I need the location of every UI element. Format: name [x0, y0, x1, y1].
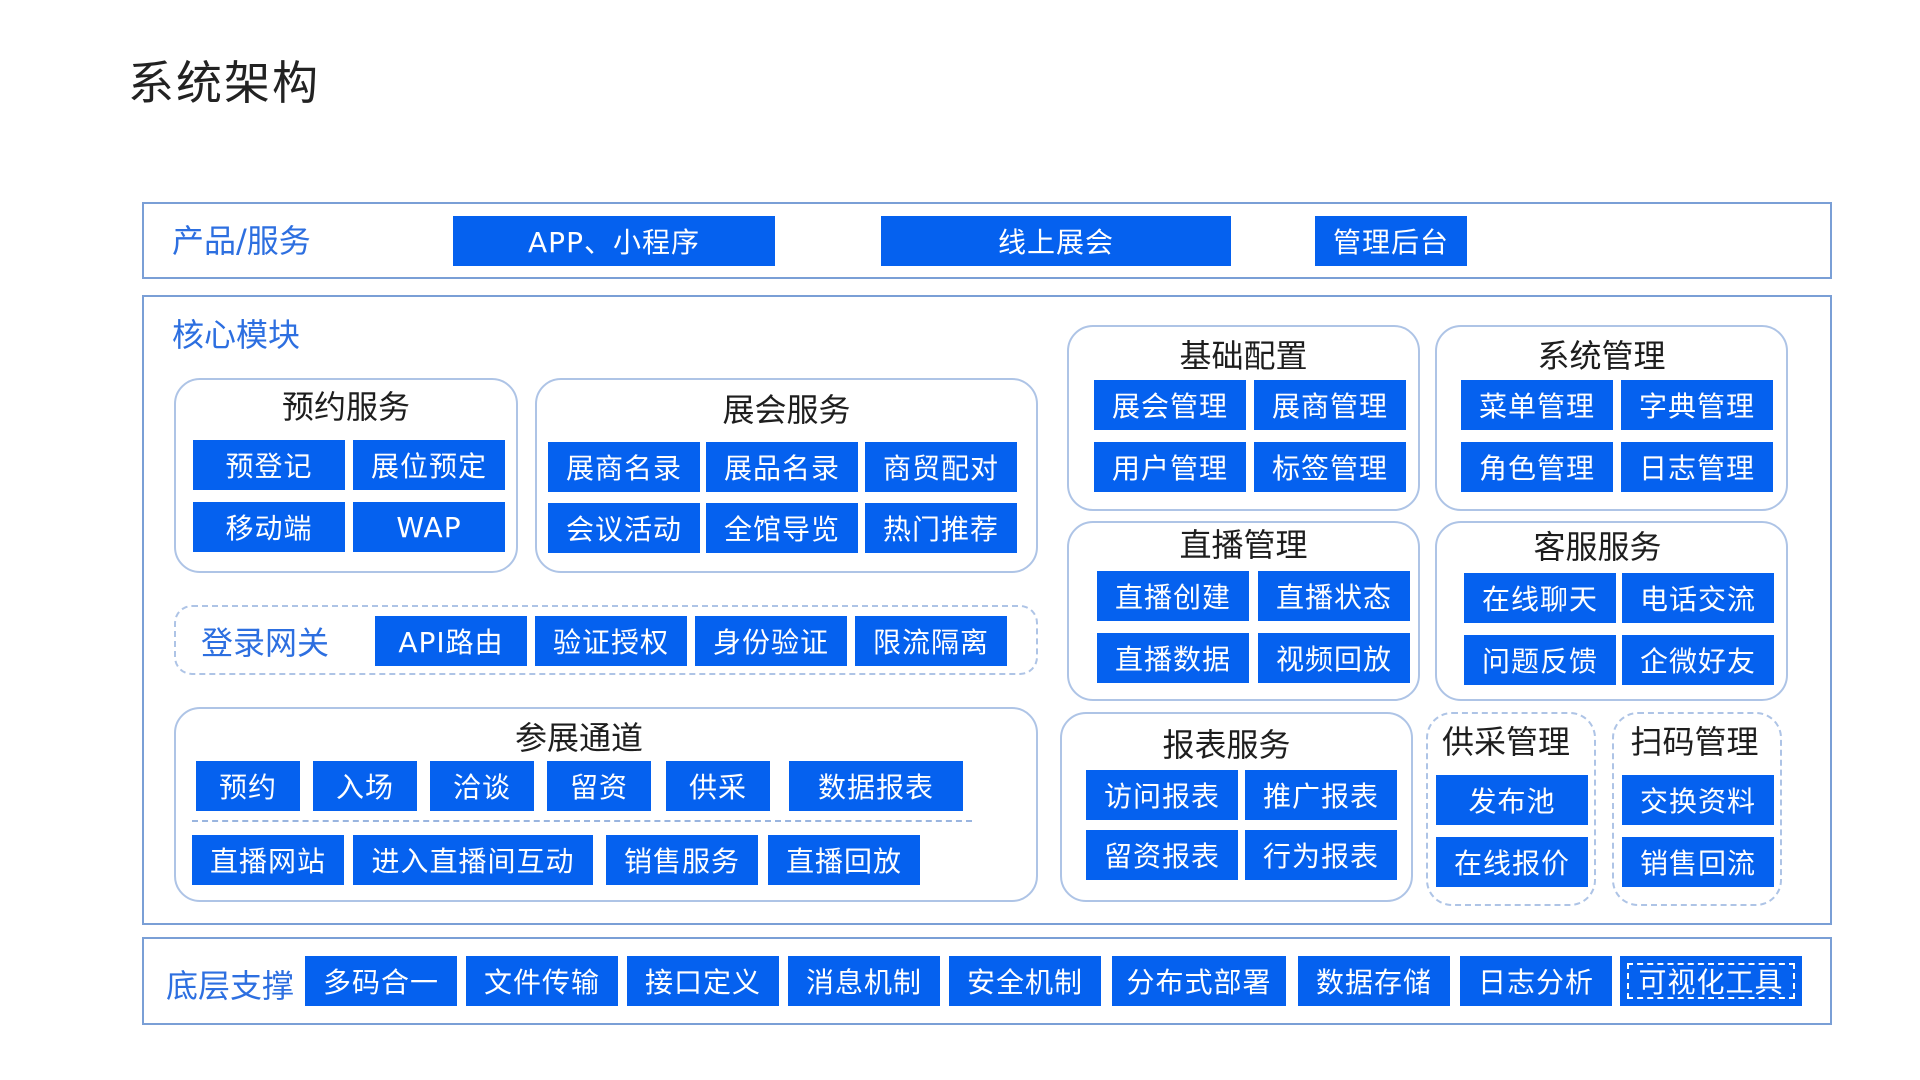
infra-messaging[interactable]: 消息机制	[788, 956, 940, 1006]
procurement-management-title: 供采管理	[1441, 723, 1570, 761]
product-online-expo[interactable]: 线上展会	[881, 216, 1231, 266]
channel-booking[interactable]: 预约	[196, 761, 300, 811]
booking-preregistration[interactable]: 预登记	[193, 440, 345, 490]
channel-data-report[interactable]: 数据报表	[789, 761, 963, 811]
infra-file-transfer[interactable]: 文件传输	[466, 956, 618, 1006]
expo-venue-guide[interactable]: 全馆导览	[706, 503, 858, 553]
gateway-api-routing[interactable]: API路由	[375, 616, 527, 666]
booking-booth-reservation[interactable]: 展位预定	[353, 440, 505, 490]
channel-lead-capture[interactable]: 留资	[547, 761, 651, 811]
infra-visualization-tools[interactable]: 可视化工具	[1620, 956, 1802, 1006]
system-log-management[interactable]: 日志管理	[1621, 442, 1773, 492]
infra-multi-code[interactable]: 多码合一	[305, 956, 457, 1006]
infra-log-analysis[interactable]: 日志分析	[1460, 956, 1612, 1006]
infra-distributed-deploy[interactable]: 分布式部署	[1112, 956, 1286, 1006]
live-status[interactable]: 直播状态	[1258, 571, 1410, 621]
live-video-replay[interactable]: 视频回放	[1258, 633, 1410, 683]
service-phone-call[interactable]: 电话交流	[1622, 573, 1774, 623]
system-dictionary-management[interactable]: 字典管理	[1621, 380, 1773, 430]
booking-wap[interactable]: WAP	[353, 502, 505, 552]
system-management-title: 系统管理	[1537, 337, 1666, 375]
exhibitor-channel-title: 参展通道	[514, 719, 643, 757]
expo-exhibitor-directory[interactable]: 展商名录	[548, 442, 700, 492]
expo-meeting-events[interactable]: 会议活动	[548, 503, 700, 553]
page-title: 系统架构	[128, 56, 320, 110]
expo-hot-recommendations[interactable]: 热门推荐	[865, 503, 1017, 553]
expo-service-title: 展会服务	[722, 391, 851, 429]
booking-mobile[interactable]: 移动端	[193, 502, 345, 552]
report-visit[interactable]: 访问报表	[1086, 770, 1238, 820]
infra-data-storage[interactable]: 数据存储	[1298, 956, 1450, 1006]
core-layer-label: 核心模块	[172, 316, 301, 354]
service-wecom-friend[interactable]: 企微好友	[1622, 635, 1774, 685]
report-service-title: 报表服务	[1162, 726, 1291, 764]
product-app-miniprogram[interactable]: APP、小程序	[453, 216, 775, 266]
scan-management-title: 扫码管理	[1630, 723, 1759, 761]
service-online-chat[interactable]: 在线聊天	[1464, 573, 1616, 623]
report-behavior[interactable]: 行为报表	[1245, 830, 1397, 880]
channel-procurement[interactable]: 供采	[666, 761, 770, 811]
channel-live-replay[interactable]: 直播回放	[768, 835, 920, 885]
scan-sales-return[interactable]: 销售回流	[1622, 837, 1774, 887]
product-admin-backend[interactable]: 管理后台	[1315, 216, 1467, 266]
login-gateway-label: 登录网关	[201, 624, 330, 662]
gateway-rate-limiting[interactable]: 限流隔离	[855, 616, 1007, 666]
config-user-management[interactable]: 用户管理	[1094, 442, 1246, 492]
channel-live-website[interactable]: 直播网站	[192, 835, 344, 885]
system-menu-management[interactable]: 菜单管理	[1461, 380, 1613, 430]
system-role-management[interactable]: 角色管理	[1461, 442, 1613, 492]
expo-product-directory[interactable]: 展品名录	[706, 442, 858, 492]
basic-config-title: 基础配置	[1179, 337, 1308, 375]
booking-service-title: 预约服务	[281, 388, 410, 426]
report-lead[interactable]: 留资报表	[1086, 830, 1238, 880]
config-expo-management[interactable]: 展会管理	[1094, 380, 1246, 430]
infra-interface-definition[interactable]: 接口定义	[627, 956, 779, 1006]
live-management-title: 直播管理	[1179, 526, 1308, 564]
channel-divider	[192, 820, 972, 822]
procurement-publish-pool[interactable]: 发布池	[1436, 775, 1588, 825]
gateway-identity-verification[interactable]: 身份验证	[695, 616, 847, 666]
customer-service-title: 客服服务	[1533, 528, 1662, 566]
config-tag-management[interactable]: 标签管理	[1254, 442, 1406, 492]
procurement-online-quote[interactable]: 在线报价	[1436, 837, 1588, 887]
expo-business-matching[interactable]: 商贸配对	[865, 442, 1017, 492]
service-feedback[interactable]: 问题反馈	[1464, 635, 1616, 685]
infra-security[interactable]: 安全机制	[949, 956, 1101, 1006]
report-promotion[interactable]: 推广报表	[1245, 770, 1397, 820]
live-data[interactable]: 直播数据	[1097, 633, 1249, 683]
channel-live-room-interaction[interactable]: 进入直播间互动	[353, 835, 593, 885]
channel-entry[interactable]: 入场	[313, 761, 417, 811]
config-exhibitor-management[interactable]: 展商管理	[1254, 380, 1406, 430]
product-layer-label: 产品/服务	[172, 222, 311, 260]
infrastructure-layer-label: 底层支撑	[166, 967, 295, 1005]
gateway-verification-auth[interactable]: 验证授权	[535, 616, 687, 666]
channel-sales-service[interactable]: 销售服务	[606, 835, 758, 885]
live-create[interactable]: 直播创建	[1097, 571, 1249, 621]
scan-exchange-info[interactable]: 交换资料	[1622, 775, 1774, 825]
channel-negotiation[interactable]: 洽谈	[430, 761, 534, 811]
